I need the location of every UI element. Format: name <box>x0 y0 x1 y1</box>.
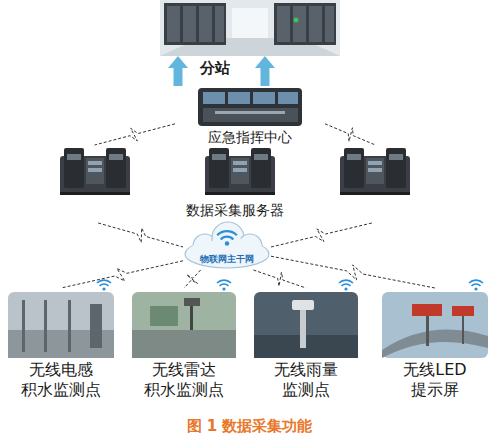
wireless-link <box>271 223 372 247</box>
upload-arrow <box>255 56 275 86</box>
monitor-point: 无线雨量 监测点 <box>254 288 358 408</box>
upload-arrow <box>168 56 188 86</box>
wireless-link <box>184 270 201 288</box>
node-label: 物联网主干网 <box>183 254 271 265</box>
wireless-link <box>61 261 183 288</box>
server-group-node: 数据采集服务器 <box>55 145 415 223</box>
wireless-link <box>325 124 375 145</box>
monitor-point: 无线电感 积水监测点 <box>8 288 114 408</box>
node-label: 无线LED 提示屏 <box>385 360 485 400</box>
wireless-link <box>253 270 306 288</box>
network-cloud: 物联网主干网 <box>183 224 271 270</box>
led-display-node: 无线LED 提示屏 <box>382 288 488 408</box>
node-label: 分站 <box>193 59 237 78</box>
command-center-node: 应急指挥中心 <box>175 86 325 128</box>
monitor-point: 无线雷达 积水监测点 <box>132 288 236 408</box>
node-label: 无线电感 积水监测点 <box>11 360 111 400</box>
node-label: 无线雨量 监测点 <box>256 360 356 400</box>
wireless-link <box>271 256 435 288</box>
node-label: 数据采集服务器 <box>55 202 415 220</box>
station-node: 分站 <box>160 0 340 56</box>
figure-caption: 图 1 数据采集功能 <box>0 417 499 436</box>
node-label: 无线雷达 积水监测点 <box>134 360 234 400</box>
node-label: 应急指挥中心 <box>175 129 325 147</box>
wireless-link <box>95 124 175 145</box>
wireless-link <box>98 223 183 247</box>
